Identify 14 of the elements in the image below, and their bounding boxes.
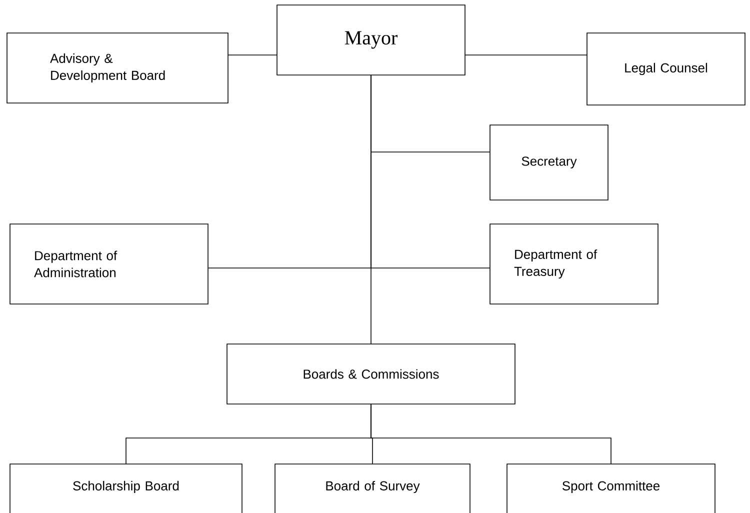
- connector-line: [464, 54, 588, 56]
- org-box: Mayor: [276, 4, 466, 76]
- org-box: Advisory & Development Board: [6, 32, 228, 104]
- connector-line: [370, 74, 372, 344]
- org-box: Department of Administration: [10, 224, 208, 304]
- connector-line: [228, 54, 278, 56]
- org-box: Secretary: [490, 124, 608, 200]
- org-box: Department of Treasury: [490, 224, 658, 304]
- org-box: Board of Survey: [274, 464, 470, 513]
- org-box: Boards & Commissions: [226, 344, 516, 404]
- org-box: Sport Committee: [506, 464, 716, 513]
- connector-line: [370, 404, 612, 464]
- org-box: Legal Counsel: [586, 32, 746, 106]
- org-box: Scholarship Board: [10, 464, 242, 513]
